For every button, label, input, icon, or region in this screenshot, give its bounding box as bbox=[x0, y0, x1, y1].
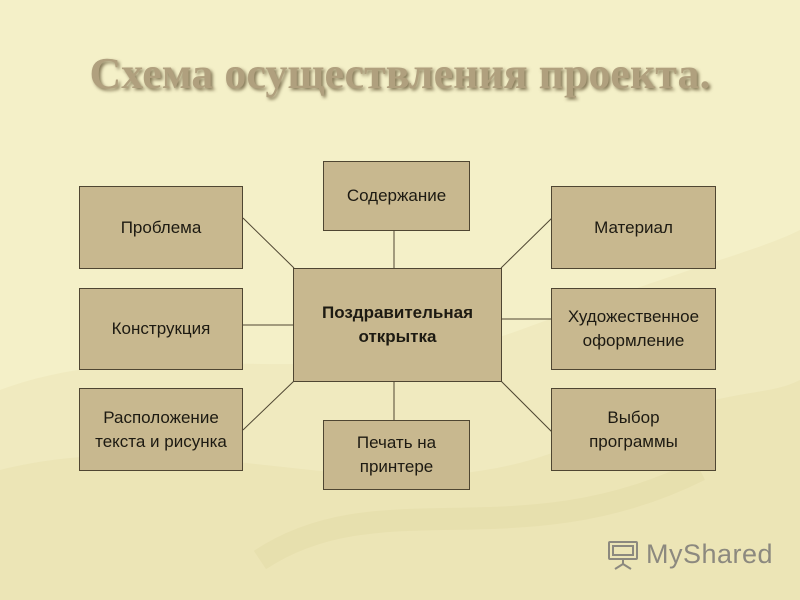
node-construction-label: Конструкция bbox=[111, 319, 211, 338]
node-content-label: Содержание bbox=[346, 186, 447, 205]
node-program: Выбор программы bbox=[551, 388, 716, 471]
node-program-label: Выбор программы bbox=[589, 407, 678, 451]
node-center: Поздравительная открытка bbox=[293, 268, 502, 382]
node-printing-label: Печать на принтере bbox=[356, 433, 437, 476]
node-material: Материал bbox=[551, 186, 716, 269]
node-layout: Расположение текста и рисунка bbox=[79, 388, 243, 471]
node-material-label: Материал bbox=[594, 217, 673, 237]
connector-problem bbox=[242, 217, 295, 269]
node-problem-label: Проблема bbox=[120, 217, 202, 237]
connector-material bbox=[500, 217, 553, 269]
node-layout-label: Расположение текста и рисунка bbox=[95, 407, 227, 451]
slide-title: Схема осуществления проекта. bbox=[89, 49, 711, 98]
watermark-text: MyShared bbox=[646, 538, 774, 569]
node-artistic-label: Художественное оформление bbox=[567, 307, 700, 350]
node-center-label: Поздравительная открытка bbox=[321, 303, 474, 346]
projector-icon bbox=[608, 541, 638, 570]
node-problem: Проблема bbox=[79, 186, 243, 269]
connector-layout bbox=[242, 380, 295, 431]
node-artistic: Художественное оформление bbox=[551, 288, 716, 370]
watermark: MyShared bbox=[606, 536, 773, 572]
node-construction: Конструкция bbox=[79, 288, 243, 370]
node-content: Содержание bbox=[323, 161, 470, 231]
node-printing: Печать на принтере bbox=[323, 420, 470, 490]
connector-program bbox=[500, 380, 553, 433]
